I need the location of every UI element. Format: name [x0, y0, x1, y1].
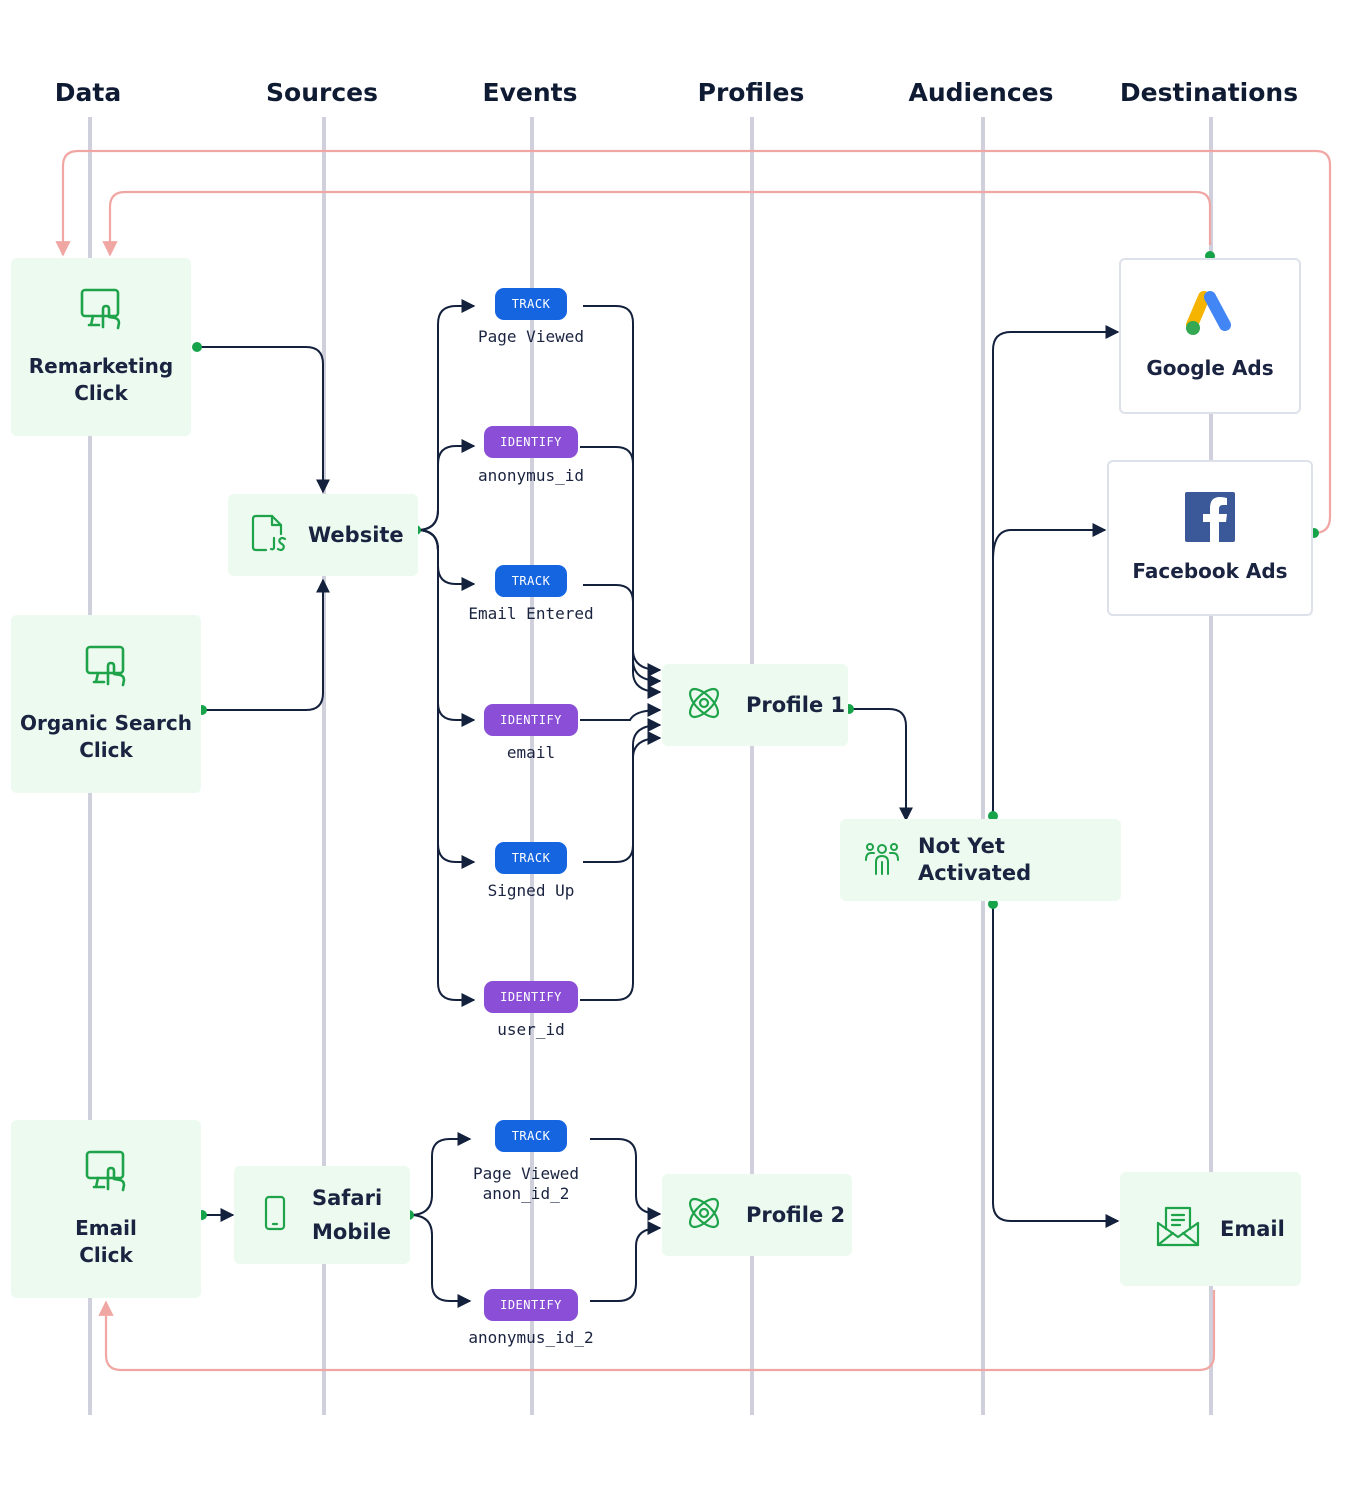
event-label-page-viewed: Page Viewed [478, 327, 584, 346]
safari-label-line2: Mobile [312, 1220, 391, 1244]
envelope-open-icon [1156, 1205, 1200, 1253]
profile1-to-audience-line [850, 708, 913, 822]
audience-label: Not Yet Activated [918, 834, 1032, 885]
audience-top-dot [988, 811, 998, 821]
user-id-to-profile1-line [580, 731, 662, 1001]
event-badge-track: TRACK [495, 288, 567, 320]
page-viewed-2-to-profile2-line [590, 1138, 662, 1221]
email-destination-node[interactable]: Email [1120, 1172, 1301, 1286]
event-badge-identify: IDENTIFY [484, 704, 578, 736]
website-to-email-entered-line [416, 529, 476, 591]
event-label-anonymus-id-2: anonymus_id_2 [468, 1328, 594, 1347]
touch-screen-icon [84, 644, 128, 692]
event-label-email: email [506, 743, 556, 762]
feedback-loops [55, 149, 1332, 1372]
column-header-data: Data [54, 78, 122, 107]
email-to-profile1-line [580, 703, 662, 721]
facebook-logo [1185, 491, 1235, 546]
website-source-node[interactable]: Website [228, 494, 418, 576]
remarketing-dot [192, 342, 202, 352]
email-click-node[interactable]: Email Click [11, 1120, 201, 1298]
column-header-sources: Sources [266, 78, 378, 107]
website-to-email-line [416, 529, 476, 727]
safari-label-line1: Safari [312, 1186, 383, 1210]
audience-to-facebook-line [992, 523, 1107, 561]
safari-to-anonymus-id-2-line [409, 1214, 472, 1308]
profile-2-node[interactable]: Profile 2 [662, 1174, 852, 1256]
remarketing-to-website-line [198, 346, 330, 494]
website-label: Website [308, 522, 404, 547]
js-file-icon [250, 514, 288, 556]
profile-2-label: Profile 2 [746, 1202, 846, 1227]
email-click-label-line1: Email [75, 1216, 137, 1240]
touch-screen-icon [84, 1149, 128, 1197]
people-group-icon [864, 840, 900, 880]
facebook-ads-label: Facebook Ads [1132, 558, 1288, 583]
remarketing-click-node[interactable]: Remarketing Click [11, 258, 191, 436]
signed-up-to-profile1-line [583, 718, 662, 863]
page-viewed-to-profile1-line [583, 305, 662, 677]
event-label-anonymus-id: anonymus_id [478, 466, 584, 485]
event-badge-track: TRACK [495, 1120, 567, 1152]
anonymus-id-to-profile1-line [580, 446, 662, 688]
event-badge-identify: IDENTIFY [484, 426, 578, 458]
mobile-phone-icon [264, 1195, 286, 1235]
column-header-destinations: Destinations [1119, 78, 1299, 107]
event-badge-track: TRACK [495, 565, 567, 597]
organic-search-click-node[interactable]: Organic Search Click [11, 615, 201, 793]
column-header-audiences: Audiences [908, 78, 1054, 107]
organic-label-line1: Organic Search [19, 711, 192, 735]
email-destination-label: Email [1220, 1216, 1285, 1241]
column-header-profiles: Profiles [697, 78, 805, 107]
not-yet-activated-audience-node[interactable]: Not Yet Activated [840, 819, 1121, 901]
flow-lines [198, 299, 1120, 1308]
google-feedback-line [102, 190, 1212, 257]
facebook-feedback-line [55, 149, 1332, 535]
anonymus-id-2-to-profile2-line [590, 1221, 662, 1302]
event-label-page-viewed-anon-id-2: Page Viewed anon_id_2 [473, 1164, 579, 1203]
event-badge-track: TRACK [495, 842, 567, 874]
event-label-email-entered: Email Entered [468, 604, 594, 623]
safari-mobile-source-node[interactable]: Safari Mobile [234, 1166, 410, 1264]
email-click-label-line2: Click [79, 1243, 133, 1267]
google-ads-logo [1184, 290, 1236, 341]
profile-1-label: Profile 1 [746, 692, 846, 717]
audience-to-google-line [992, 325, 1120, 816]
email-feedback-line [98, 1290, 1216, 1372]
column-header-events: Events [482, 78, 578, 107]
remarketing-label-line1: Remarketing [28, 354, 174, 378]
facebook-ads-destination-node[interactable]: Facebook Ads [1107, 460, 1313, 616]
safari-to-page-viewed-2-line [409, 1132, 472, 1216]
google-ads-destination-node[interactable]: Google Ads [1119, 258, 1301, 414]
atom-icon [684, 683, 724, 727]
event-badge-identify: IDENTIFY [484, 1289, 578, 1321]
profile-1-node[interactable]: Profile 1 [662, 664, 848, 746]
website-to-signed-up-line [416, 529, 476, 869]
email-entered-to-profile1-line [583, 584, 662, 699]
website-to-anonymus-id-line [416, 439, 476, 531]
event-label-signed-up: Signed Up [487, 881, 575, 900]
audience-bottom-dot [988, 899, 998, 909]
organic-to-website-line [203, 578, 330, 711]
event-label-user-id: user_id [497, 1020, 565, 1039]
organic-label-line2: Click [79, 738, 133, 762]
audience-to-email-line [992, 904, 1120, 1228]
google-ads-label: Google Ads [1146, 355, 1274, 380]
atom-icon [684, 1193, 724, 1237]
remarketing-label-line2: Click [74, 381, 128, 405]
website-to-user-id-line [416, 529, 476, 1007]
touch-screen-icon [79, 287, 123, 335]
event-badge-identify: IDENTIFY [484, 981, 578, 1013]
website-to-page-viewed-line [416, 299, 476, 531]
